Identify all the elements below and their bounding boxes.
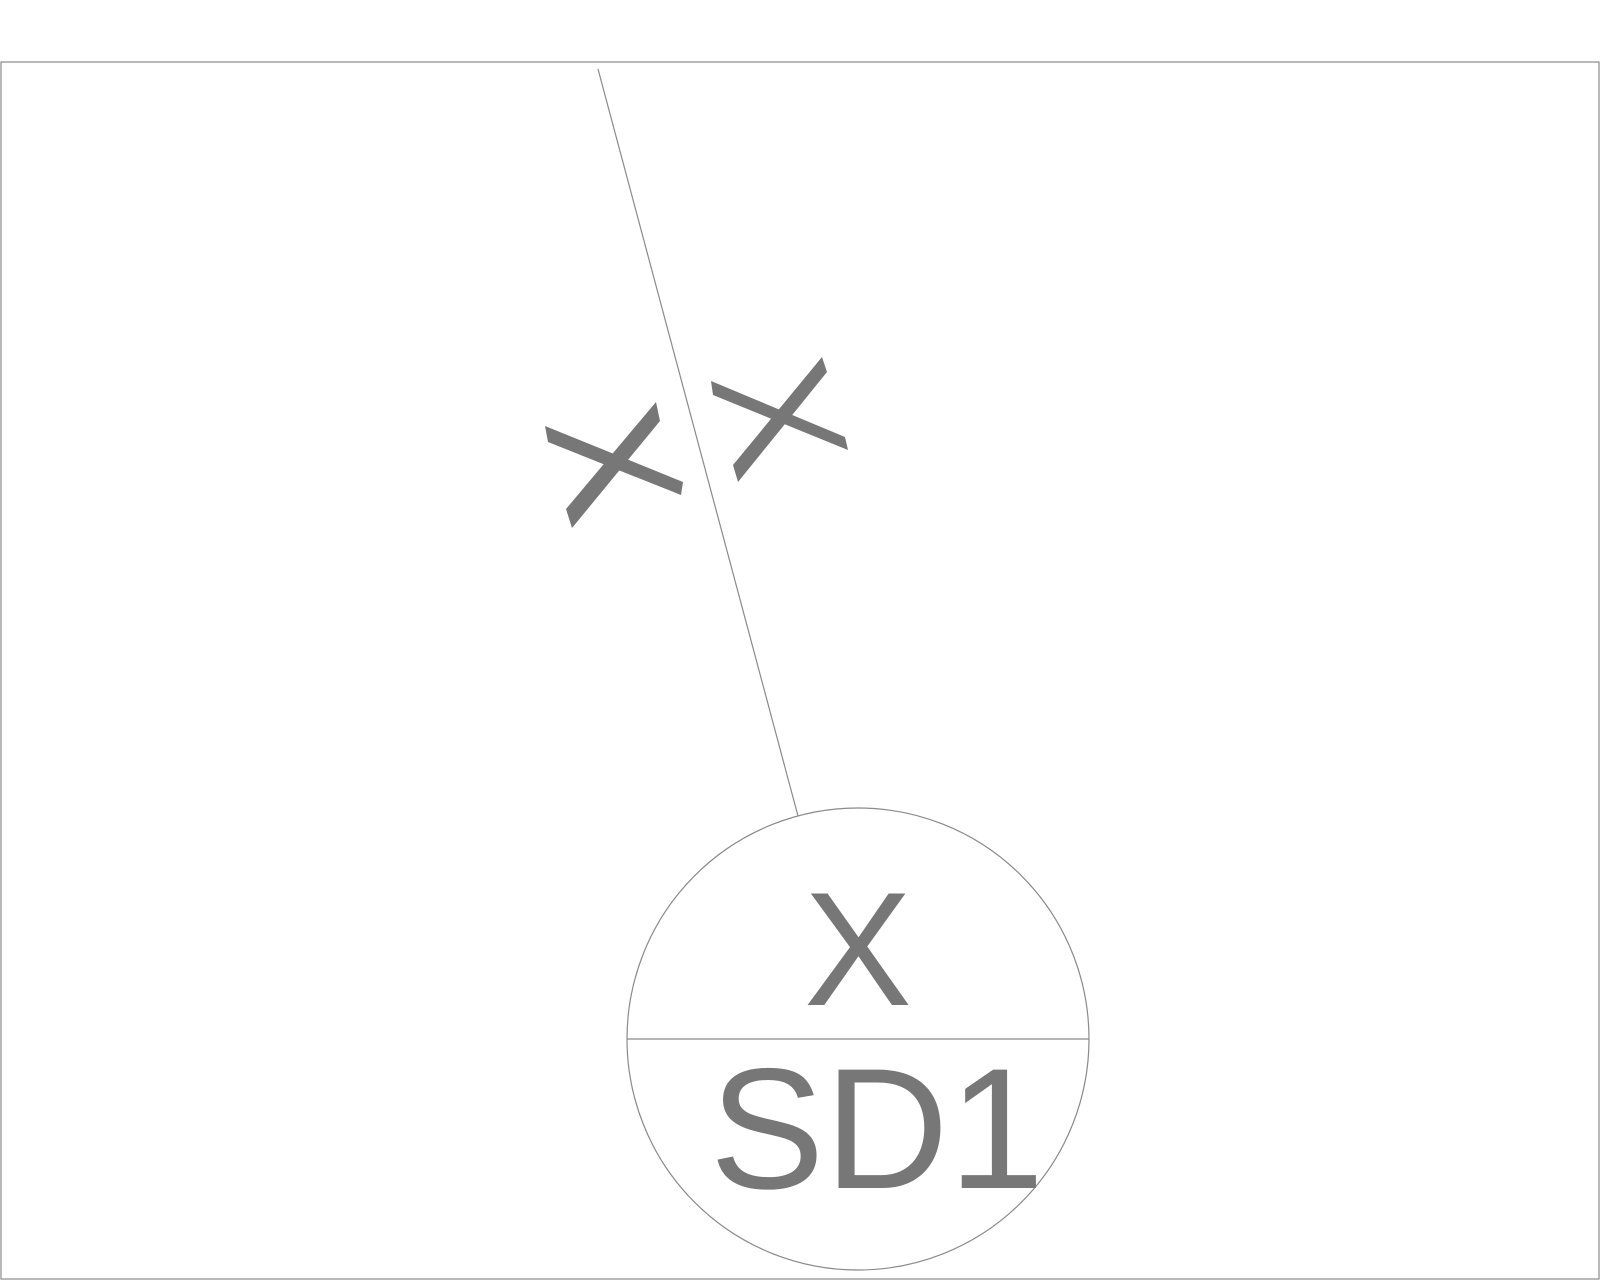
leader-line [597, 68, 799, 817]
break-mark-right-icon [711, 357, 848, 482]
break-mark-left-icon [545, 402, 683, 528]
section-marker-bottom-label: SD1 [710, 1033, 1045, 1225]
sheet-border [0, 61, 1600, 1280]
section-marker-top-label: X [804, 859, 912, 1040]
section-marker[interactable]: X SD1 [626, 807, 1090, 1271]
